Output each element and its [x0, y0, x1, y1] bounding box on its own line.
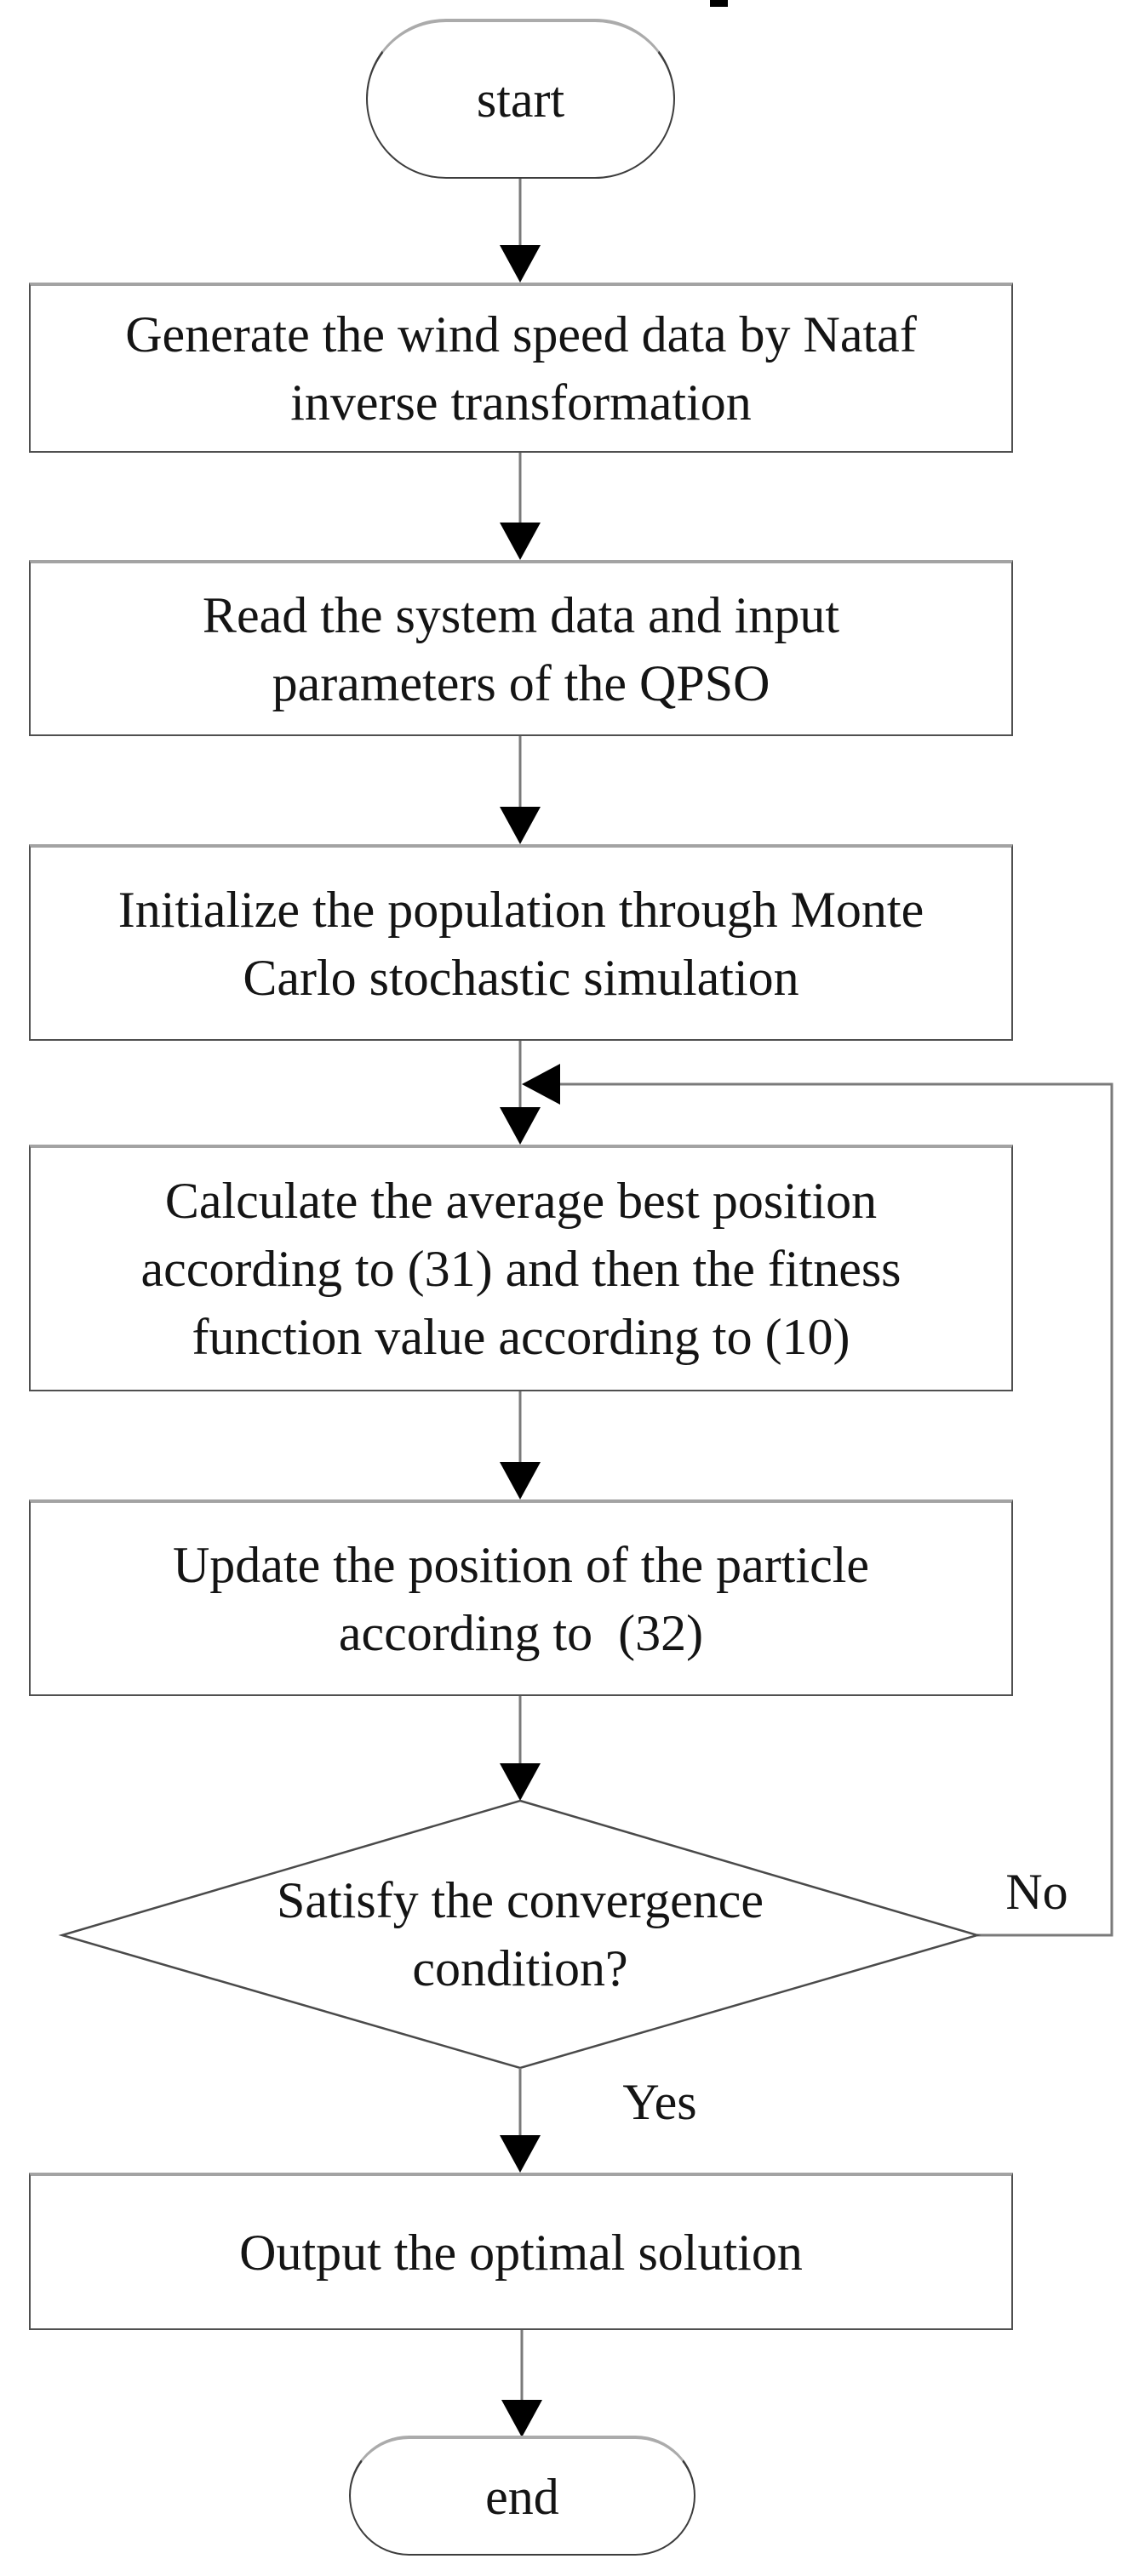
node-update-position: Update the position of the particle acco…	[29, 1499, 1013, 1696]
arrow-calculate-to-update-head	[500, 1462, 541, 1499]
node-generate-wind-speed: Generate the wind speed data by Nataf in…	[29, 283, 1013, 453]
loop-no-path	[558, 1082, 1113, 1937]
arrow-output-to-end-head	[501, 2400, 542, 2437]
node-read-system-data: Read the system data and input parameter…	[29, 560, 1013, 736]
node-output-solution: Output the optimal solution	[29, 2173, 1013, 2330]
node-initialize-population: Initialize the population through Monte …	[29, 844, 1013, 1041]
node-calculate-best-position: Calculate the average best position acco…	[29, 1145, 1013, 1391]
loop-no-path-head	[522, 1064, 560, 1105]
node-start: start	[366, 19, 675, 179]
decision-convergence-label: Satisfy the convergence condition?	[276, 1872, 764, 1996]
cropped-title-fragment	[710, 0, 728, 7]
arrow-yes-to-output-head	[500, 2135, 541, 2173]
arrow-read-to-initialize-head	[500, 807, 541, 844]
arrow-initialize-to-calculate-head	[500, 1107, 541, 1145]
arrow-update-to-decision-head	[500, 1763, 541, 1801]
arrow-start-to-generate-head	[500, 245, 541, 283]
arrow-generate-to-read-head	[500, 523, 541, 560]
node-end: end	[349, 2436, 695, 2556]
edge-label-yes: Yes	[622, 2073, 697, 2130]
edge-label-no: No	[1005, 1864, 1068, 1920]
